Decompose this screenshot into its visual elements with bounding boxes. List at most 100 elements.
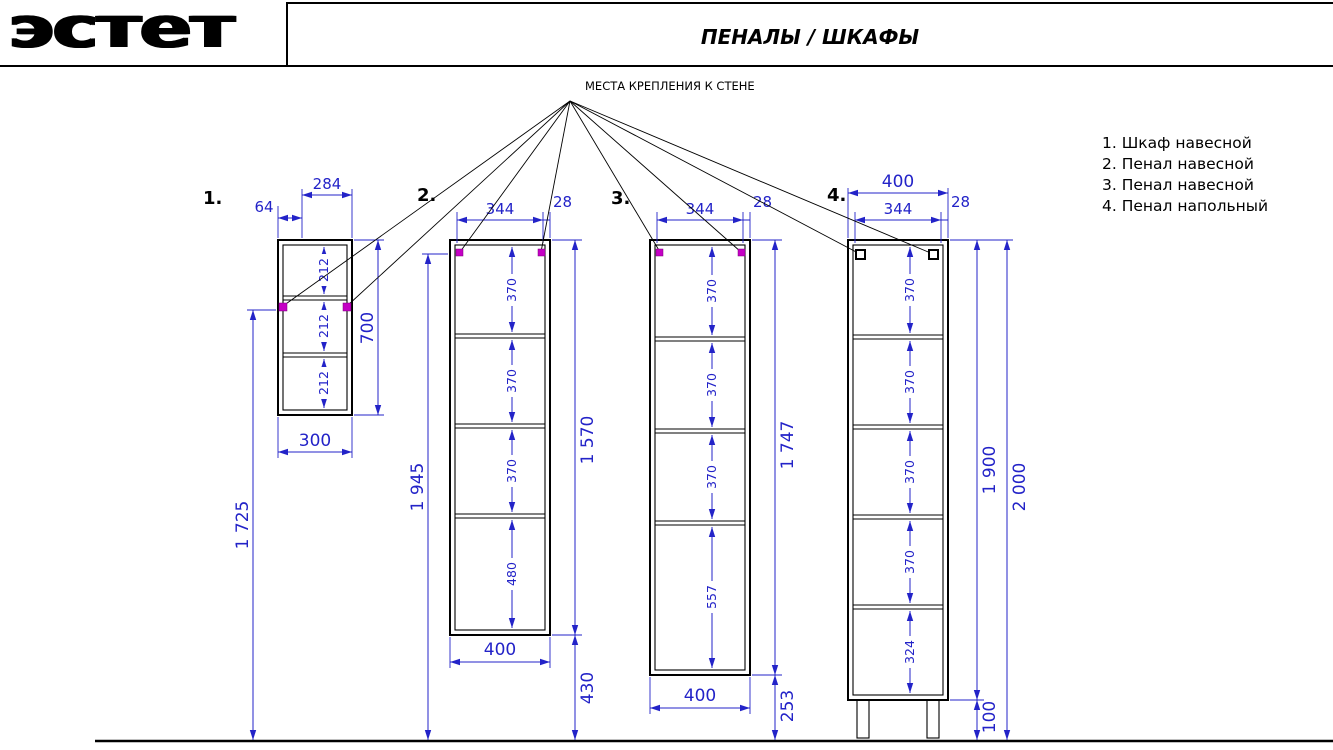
c4-bracket-left — [855, 249, 866, 260]
c3-dim-wall: 28 — [753, 193, 772, 211]
c1-dim-comp3: 212 — [316, 371, 331, 395]
c4-dim-comp4: 370 — [902, 550, 917, 574]
cabinet-2-number: 2. — [417, 185, 436, 206]
legend-item-4: 4. Пенал напольный — [1102, 197, 1269, 215]
drawing-line — [903, 274, 917, 306]
drawing-line — [903, 366, 917, 398]
c3-mount-left — [655, 248, 664, 257]
drawing-line — [705, 581, 719, 613]
cabinet-1-number: 1. — [203, 188, 222, 209]
c1-mount-right — [342, 302, 352, 312]
c3-dim-comp3: 370 — [704, 465, 719, 489]
c2-dim-comp3: 370 — [504, 459, 519, 483]
c1-dim-offset: 64 — [254, 198, 273, 216]
mount-markers — [278, 248, 939, 312]
drawing-line — [459, 100, 571, 253]
c4-dim-comp3: 370 — [902, 460, 917, 484]
drawing-line — [705, 461, 719, 493]
c2-dim-mount-height: 1 945 — [408, 463, 428, 512]
c3-dim-comp1: 370 — [704, 279, 719, 303]
drawing-line — [654, 244, 746, 671]
c2-dim-gap: 430 — [578, 672, 598, 704]
drawing-line — [903, 636, 917, 668]
c2-dim-height: 1 570 — [578, 416, 598, 465]
c2-dim-inner-width: 344 — [486, 200, 515, 218]
cabinet-3-outline — [649, 239, 751, 676]
cabinet-4-outline — [847, 239, 949, 701]
header-divider — [286, 2, 288, 67]
c2-mount-right — [537, 248, 546, 257]
cabinet-3-drawing: 3. 344 28 370 370 3 — [611, 188, 798, 740]
drawing-line — [505, 558, 519, 590]
c4-dim-comp1: 370 — [902, 278, 917, 302]
drawing-line — [569, 100, 742, 253]
drawing-line — [282, 244, 348, 411]
c4-dim-comp5: 324 — [902, 640, 917, 664]
c3-mount-right — [737, 248, 746, 257]
drawing-line — [569, 100, 661, 253]
c1-dim-height: 700 — [358, 312, 378, 344]
c3-dim-comp4: 557 — [704, 585, 719, 609]
legend-item-3: 3. Пенал навесной — [1102, 176, 1254, 194]
drawing-line — [569, 100, 861, 255]
legend: 1. Шкаф навесной 2. Пенал навесной 3. Пе… — [1102, 133, 1268, 217]
c3-dim-gap: 253 — [778, 690, 798, 722]
c1-mount-left — [278, 302, 288, 312]
c3-dim-comp2: 370 — [704, 373, 719, 397]
legend-item-1: 1. Шкаф навесной — [1102, 134, 1252, 152]
c4-dim-total-height: 2 000 — [1010, 463, 1030, 512]
header-bottom-rule — [0, 65, 1333, 67]
c3-dim-inner-width: 344 — [686, 200, 715, 218]
c1-dim-top-width: 284 — [313, 175, 342, 193]
drawing-line — [505, 274, 519, 306]
c4-dim-legs: 100 — [980, 701, 1000, 733]
c4-dim-width: 400 — [882, 172, 914, 192]
drawing-line — [540, 100, 571, 253]
drawing-line — [705, 369, 719, 401]
drawing-line — [505, 455, 519, 487]
c1-dim-width: 300 — [299, 431, 331, 451]
drawing-line — [317, 367, 331, 399]
c1-dim-mount-height: 1 725 — [233, 501, 253, 550]
drawing-line — [317, 254, 331, 286]
c2-mount-left — [455, 248, 464, 257]
cabinet-3-number: 3. — [611, 188, 630, 209]
brand-logo: эстет — [8, 0, 234, 61]
drawing-line — [705, 275, 719, 307]
cabinet-4-leg-left — [856, 699, 870, 739]
c4-dim-wall: 28 — [951, 193, 970, 211]
cabinet-1-outline — [277, 239, 353, 416]
mounting-points-label: МЕСТА КРЕПЛЕНИЯ К СТЕНЕ — [585, 79, 755, 93]
drawing-line — [505, 365, 519, 397]
cabinet-2-drawing: 2. 344 28 370 370 3 — [408, 185, 598, 740]
drawing-line — [346, 100, 571, 307]
drawing-line — [569, 100, 934, 255]
c2-dim-wall: 28 — [553, 193, 572, 211]
c4-bracket-right — [928, 249, 939, 260]
header-top-rule — [287, 2, 1333, 4]
c4-dim-height: 1 900 — [980, 446, 1000, 495]
drawing-line — [903, 546, 917, 578]
drawing-line — [903, 456, 917, 488]
c2-dim-comp4: 480 — [504, 562, 519, 586]
c2-dim-width: 400 — [484, 640, 516, 660]
drawing-line — [454, 244, 546, 631]
c1-dim-comp1: 212 — [316, 258, 331, 282]
mount-fan-lines: МЕСТА КРЕПЛЕНИЯ К СТЕНЕ — [282, 79, 934, 307]
c3-dim-height: 1 747 — [778, 421, 798, 470]
c1-dim-comp2: 212 — [316, 314, 331, 338]
drawing-line — [317, 310, 331, 342]
c4-dim-inner-width: 344 — [884, 200, 913, 218]
c2-dim-comp1: 370 — [504, 278, 519, 302]
cabinet-4-drawing: 4. 400 344 28 — [827, 172, 1030, 740]
drawing-line — [282, 100, 571, 307]
c3-dim-width: 400 — [684, 686, 716, 706]
page-title: ПЕНАЛЫ / ШКАФЫ — [700, 25, 920, 49]
c2-dim-comp2: 370 — [504, 369, 519, 393]
cabinet-1-drawing: 1. 284 64 212 212 212 — [203, 175, 384, 740]
legend-item-2: 2. Пенал навесной — [1102, 155, 1254, 173]
cabinet-4-leg-right — [926, 699, 940, 739]
cabinet-4-number: 4. — [827, 185, 846, 206]
drawing-line — [852, 244, 944, 696]
